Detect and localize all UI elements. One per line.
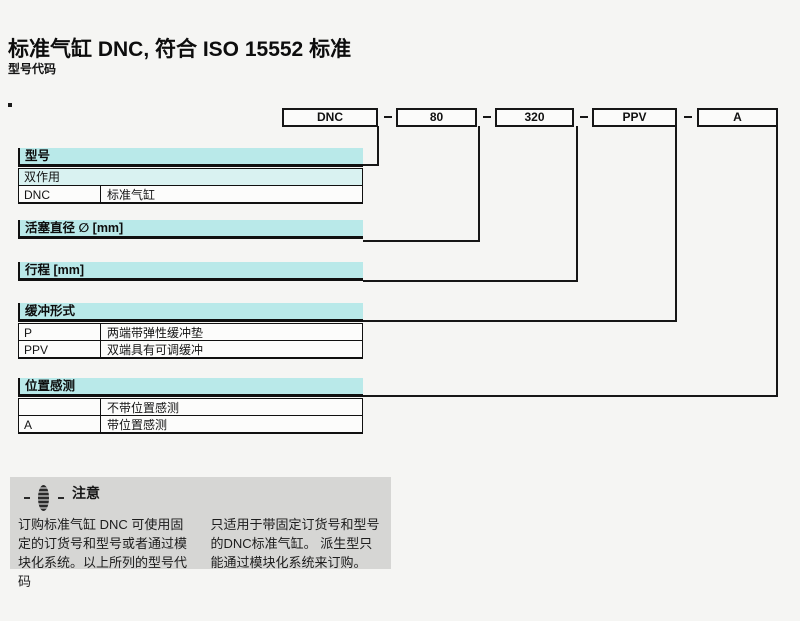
section-position-sensing: 位置感测 不带位置感测 A 带位置感测 <box>18 378 363 434</box>
table-row: DNC 标准气缸 <box>18 186 363 204</box>
code-cell: DNC <box>19 186 101 202</box>
table-row: 不带位置感测 <box>18 398 363 416</box>
connector-line <box>363 395 778 397</box>
code-cell: A <box>19 416 101 432</box>
section-model: 型号 双作用 DNC 标准气缸 <box>18 148 363 204</box>
section-header: 位置感测 <box>18 378 363 397</box>
page-title: 标准气缸 DNC, 符合 ISO 15552 标准 <box>8 38 352 61</box>
dash-separator <box>384 116 392 118</box>
connector-line <box>576 126 578 282</box>
note-title: 注意 <box>72 485 100 501</box>
desc-cell: 双端具有可调缓冲 <box>107 343 204 357</box>
section-piston-diameter: 活塞直径 ∅ [mm] <box>18 220 363 239</box>
dash-separator <box>580 116 588 118</box>
desc-cell: 不带位置感测 <box>107 401 180 415</box>
desc-cell: 标准气缸 <box>107 188 156 202</box>
section-header: 行程 [mm] <box>18 262 363 281</box>
connector-line <box>363 240 480 242</box>
table-row: A 带位置感测 <box>18 416 363 434</box>
table-subheader-row: 双作用 <box>18 168 363 186</box>
code-cell: PPV <box>19 341 101 357</box>
note-text-column: 订购标准气缸 DNC 可使用固定的订货号和型号或者通过模块化系统。以上所列的型号… <box>18 517 188 589</box>
connector-line <box>363 320 677 322</box>
note-text-column: 只适用于带固定订货号和型号的DNC标准气缸。 派生型只能通过模块化系统来订购。 <box>210 517 380 570</box>
code-box-type: DNC <box>282 108 378 127</box>
section-header: 型号 <box>18 148 363 167</box>
code-box-diameter: 80 <box>396 108 477 127</box>
page-subtitle: 型号代码 <box>8 62 57 76</box>
subheader-label: 双作用 <box>24 170 61 184</box>
connector-line <box>478 126 480 242</box>
section-stroke: 行程 [mm] <box>18 262 363 281</box>
connector-line <box>675 126 677 322</box>
note-box: 注意 订购标准气缸 DNC 可使用固定的订货号和型号或者通过模块化系统。以上所列… <box>10 477 391 589</box>
desc-cell: 带位置感测 <box>107 418 168 432</box>
note-body: 订购标准气缸 DNC 可使用固定的订货号和型号或者通过模块化系统。以上所列的型号… <box>18 515 385 591</box>
code-cell: P <box>19 324 101 340</box>
connector-line <box>363 164 379 166</box>
section-cushioning: 缓冲形式 P 两端带弹性缓冲垫 PPV 双端具有可调缓冲 <box>18 303 363 359</box>
note-bulb-icon <box>24 497 30 499</box>
section-header: 活塞直径 ∅ [mm] <box>18 220 363 239</box>
connector-line <box>776 126 778 397</box>
desc-cell: 两端带弹性缓冲垫 <box>107 326 204 340</box>
section-header: 缓冲形式 <box>18 303 363 322</box>
dash-separator <box>483 116 491 118</box>
dash-separator <box>684 116 692 118</box>
code-box-cushioning: PPV <box>592 108 677 127</box>
stray-dot-mark <box>8 103 12 107</box>
code-box-sensing: A <box>697 108 778 127</box>
connector-line <box>363 280 578 282</box>
note-bulb-icon <box>58 497 64 499</box>
code-box-stroke: 320 <box>495 108 574 127</box>
connector-line <box>377 126 379 166</box>
code-cell <box>19 399 101 415</box>
note-bulb-icon <box>38 485 49 511</box>
table-row: P 两端带弹性缓冲垫 <box>18 323 363 341</box>
table-row: PPV 双端具有可调缓冲 <box>18 341 363 359</box>
